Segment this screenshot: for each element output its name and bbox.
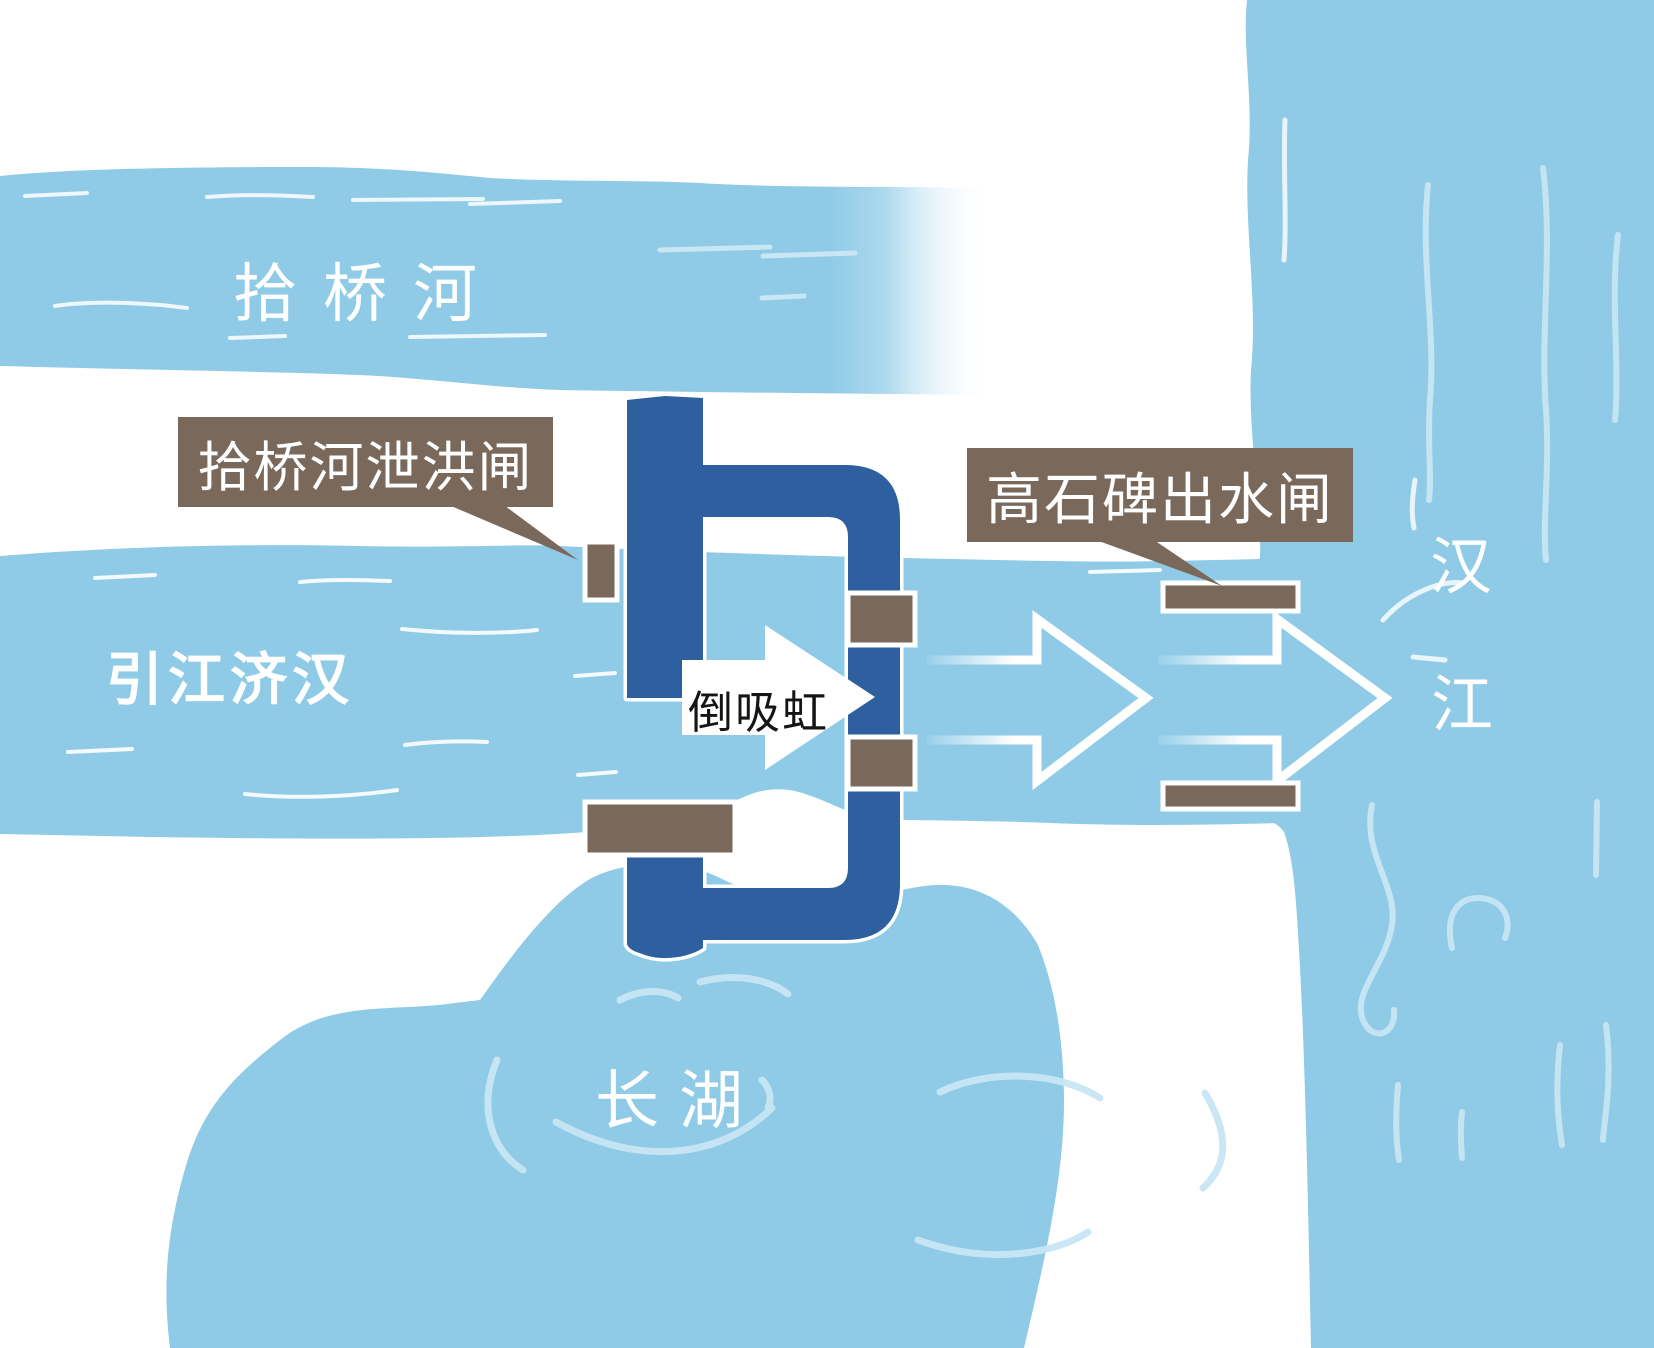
hanjiang-river-shape	[1245, 0, 1654, 1348]
gate-gaoshibei-upper-bar	[1160, 580, 1301, 614]
label-inverted-siphon: 倒吸虹	[688, 687, 830, 738]
gate-shiqiao-floodgate	[582, 539, 620, 603]
gate-pipe-lower	[845, 734, 918, 792]
label-hanjiang-char-2: 江	[1431, 672, 1494, 740]
callout-tail-shiqiao-floodgate	[437, 500, 578, 560]
label-changhu-lake: 长湖	[595, 1066, 763, 1137]
gate-lake-inlet	[582, 799, 738, 858]
flow-arrow-1	[927, 610, 1154, 791]
flow-arrow-2	[1158, 610, 1393, 791]
flow-arrows	[927, 610, 1393, 791]
label-hanjiang-char-1: 汉	[1430, 534, 1493, 602]
siphon-arrow	[682, 625, 875, 770]
callout-gaoshibei-outlet-gate-text: 高石碑出水闸	[986, 467, 1334, 531]
siphon-pipe-fill	[627, 396, 900, 959]
label-yinjiangjihan-canal: 引江济汉	[106, 648, 354, 712]
label-shiqiao-river: 拾桥河	[233, 259, 503, 330]
callout-shiqiao-floodgate-text: 拾桥河泄洪闸	[197, 437, 534, 498]
water-ripple-strokes	[23, 117, 1621, 1258]
gate-pipe-upper	[845, 590, 918, 648]
callout-shiqiao-floodgate: 拾桥河泄洪闸	[178, 417, 553, 507]
callout-tails	[437, 500, 1222, 586]
gate-gaoshibei-lower-bar	[1160, 780, 1301, 812]
callout-tail-gaoshibei-gate	[1085, 536, 1222, 586]
callout-gaoshibei-outlet-gate: 高石碑出水闸	[967, 448, 1353, 542]
changhu-lake-shape	[166, 863, 1065, 1348]
sluice-gates	[582, 539, 1301, 858]
